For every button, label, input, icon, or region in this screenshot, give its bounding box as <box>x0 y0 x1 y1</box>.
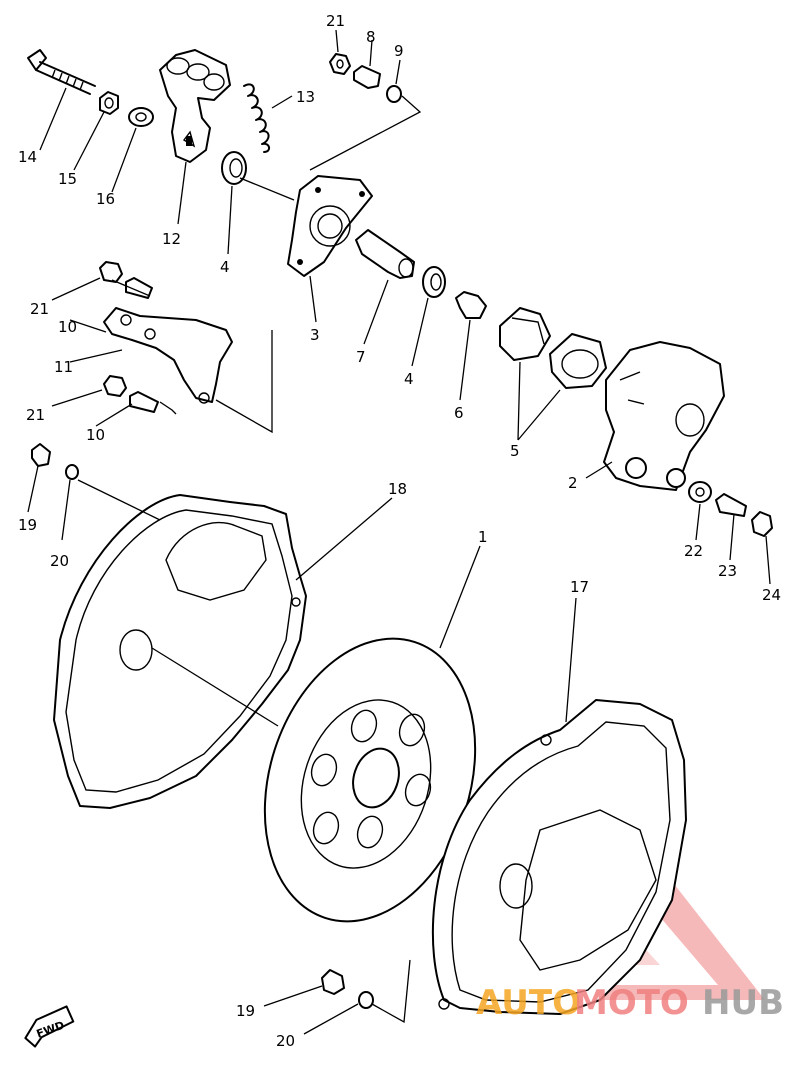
callout-22: 22 <box>684 542 703 560</box>
nut-21-middle-part <box>99 261 123 283</box>
callout-2: 2 <box>568 474 578 492</box>
callout-21-lower: 21 <box>26 406 45 424</box>
nut-24-part <box>751 511 773 537</box>
callout-7: 7 <box>356 348 366 366</box>
callout-4-upper: 4 <box>220 258 230 276</box>
callout-10-upper: 10 <box>58 318 77 336</box>
nut-21-top-part <box>329 53 351 75</box>
callout-21-middle: 21 <box>30 300 49 318</box>
watermark-moto: MOTO <box>574 983 689 1023</box>
bolt-10-upper-part <box>125 277 153 299</box>
pad-5b-part <box>549 333 607 389</box>
callout-15: 15 <box>58 170 77 188</box>
nut-15-part <box>99 91 119 115</box>
callout-labels: 14 15 16 12 13 21 8 9 4 3 7 4 6 5 2 21 1… <box>18 12 781 1050</box>
bolt-10-lower-part <box>129 391 159 413</box>
bolt-19-lower-part <box>321 969 345 995</box>
caliper-plate-3-part <box>287 175 373 277</box>
callout-10-lower: 10 <box>86 426 105 444</box>
bracket-11-part <box>103 307 233 404</box>
callout-20-lower: 20 <box>276 1032 295 1050</box>
callout-18: 18 <box>388 480 407 498</box>
callout-23: 23 <box>718 562 737 580</box>
callout-16: 16 <box>96 190 115 208</box>
seal-4-middle-part <box>422 266 446 298</box>
cam-7-part <box>355 229 415 279</box>
washer-20-upper-part <box>65 464 79 480</box>
washer-20-lower-part <box>358 991 374 1009</box>
callout-24: 24 <box>762 586 781 604</box>
watermark-hub: HUB <box>702 983 784 1023</box>
pin-6-part <box>455 291 487 319</box>
disc-cover-18-part <box>53 494 307 809</box>
back-plate-17-part <box>431 699 687 1015</box>
callout-19-lower: 19 <box>236 1002 255 1020</box>
callout-13: 13 <box>296 88 315 106</box>
fwd-arrow: FWD <box>24 1005 75 1048</box>
bolt-8-part <box>353 65 381 89</box>
washer-9-part <box>386 85 402 103</box>
caliper-body-2-part <box>603 341 725 491</box>
leader-lines <box>27 29 771 1035</box>
callout-5: 5 <box>510 442 520 460</box>
callout-17: 17 <box>570 578 589 596</box>
callout-1: 1 <box>478 528 488 546</box>
lever-12-part <box>159 49 231 163</box>
callout-14: 14 <box>18 148 37 166</box>
callout-12: 12 <box>162 230 181 248</box>
watermark-auto: AUTO <box>476 983 581 1023</box>
callout-21-top: 21 <box>326 12 345 30</box>
callout-8: 8 <box>366 28 376 46</box>
brake-disc-1-part <box>263 637 477 923</box>
bolt-23-part <box>715 493 747 517</box>
bolt-14-part <box>27 49 96 95</box>
callout-9: 9 <box>394 42 404 60</box>
bolt-19-upper-part <box>31 443 51 467</box>
callout-19-upper: 19 <box>18 516 37 534</box>
washer-16-part <box>128 107 154 127</box>
callout-4-middle: 4 <box>404 370 414 388</box>
assembly-lines <box>77 95 422 1024</box>
nut-21-lower-part <box>103 375 127 397</box>
watermark: AUTO MOTO HUB <box>476 983 784 1023</box>
spring-13-part <box>243 83 270 153</box>
callout-11: 11 <box>54 358 73 376</box>
pad-5a-part <box>499 307 551 361</box>
callout-6: 6 <box>454 404 464 422</box>
seal-4-upper-part <box>221 151 247 185</box>
washer-22-part <box>688 481 712 503</box>
callout-3: 3 <box>310 326 320 344</box>
callout-20-upper: 20 <box>50 552 69 570</box>
